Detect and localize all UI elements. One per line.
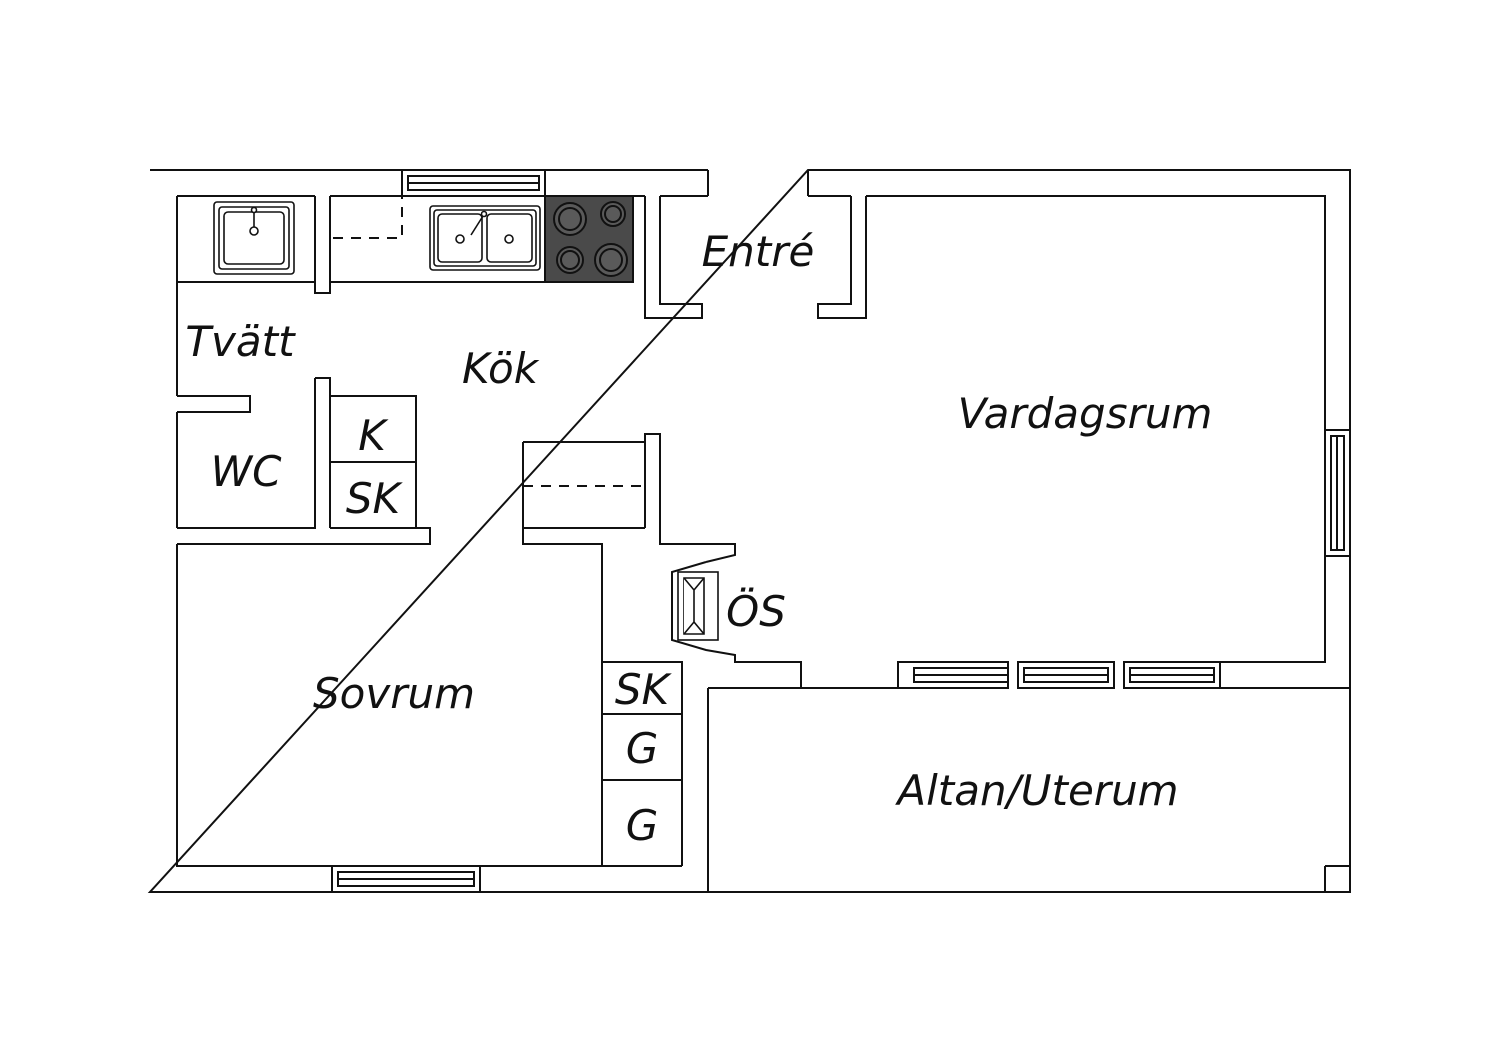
label-os: ÖS (726, 586, 786, 636)
label-altan: Altan/Uterum (894, 766, 1178, 815)
walls (147, 169, 1351, 893)
entre-wall-right (817, 196, 867, 319)
label-wc: WC (211, 447, 283, 496)
altan-corner (1324, 865, 1350, 892)
sink-icon (213, 201, 295, 275)
label-entre: Entré (702, 227, 815, 276)
fireplace-surround (671, 561, 802, 689)
bedroom-wall-top (522, 528, 603, 662)
label-sk-lower: SK (615, 665, 673, 714)
label-g-lower: G (626, 801, 659, 850)
laundry-counter (177, 196, 545, 294)
label-kok: Kök (462, 344, 540, 393)
outer-wall-inner-west (176, 196, 682, 867)
window-bedroom-bottom (331, 865, 481, 893)
label-sk-upper: SK (346, 474, 404, 523)
window-living-south-1 (897, 661, 1009, 689)
label-sovrum: Sovrum (313, 669, 475, 718)
altan-walls (707, 662, 1350, 892)
closets-sk-g-g (601, 661, 683, 866)
label-k: K (358, 411, 389, 460)
window-kitchen-top (401, 169, 546, 197)
window-living-east (1324, 429, 1351, 557)
double-sink-icon (429, 205, 541, 271)
kitchen-divider (523, 433, 736, 563)
window-living-south-3 (1123, 661, 1221, 689)
closets-k-sk (177, 395, 431, 545)
dishwasher-outline (333, 196, 403, 239)
windows (331, 169, 1351, 893)
label-tvatt: Tvätt (185, 317, 296, 366)
stove-icon (544, 195, 634, 283)
entrance-wall (707, 170, 809, 196)
room-labels: Entré Tvätt Kök Vardagsrum WC K SK ÖS So… (185, 227, 1212, 850)
entre-wall-left (644, 196, 703, 319)
label-g-upper: G (626, 724, 659, 773)
fireplace-icon (677, 571, 719, 641)
wc-wall-right (177, 377, 331, 529)
wc-wall-top (177, 395, 251, 413)
label-vardagsrum: Vardagsrum (958, 389, 1213, 438)
window-living-south-2 (1017, 661, 1115, 689)
